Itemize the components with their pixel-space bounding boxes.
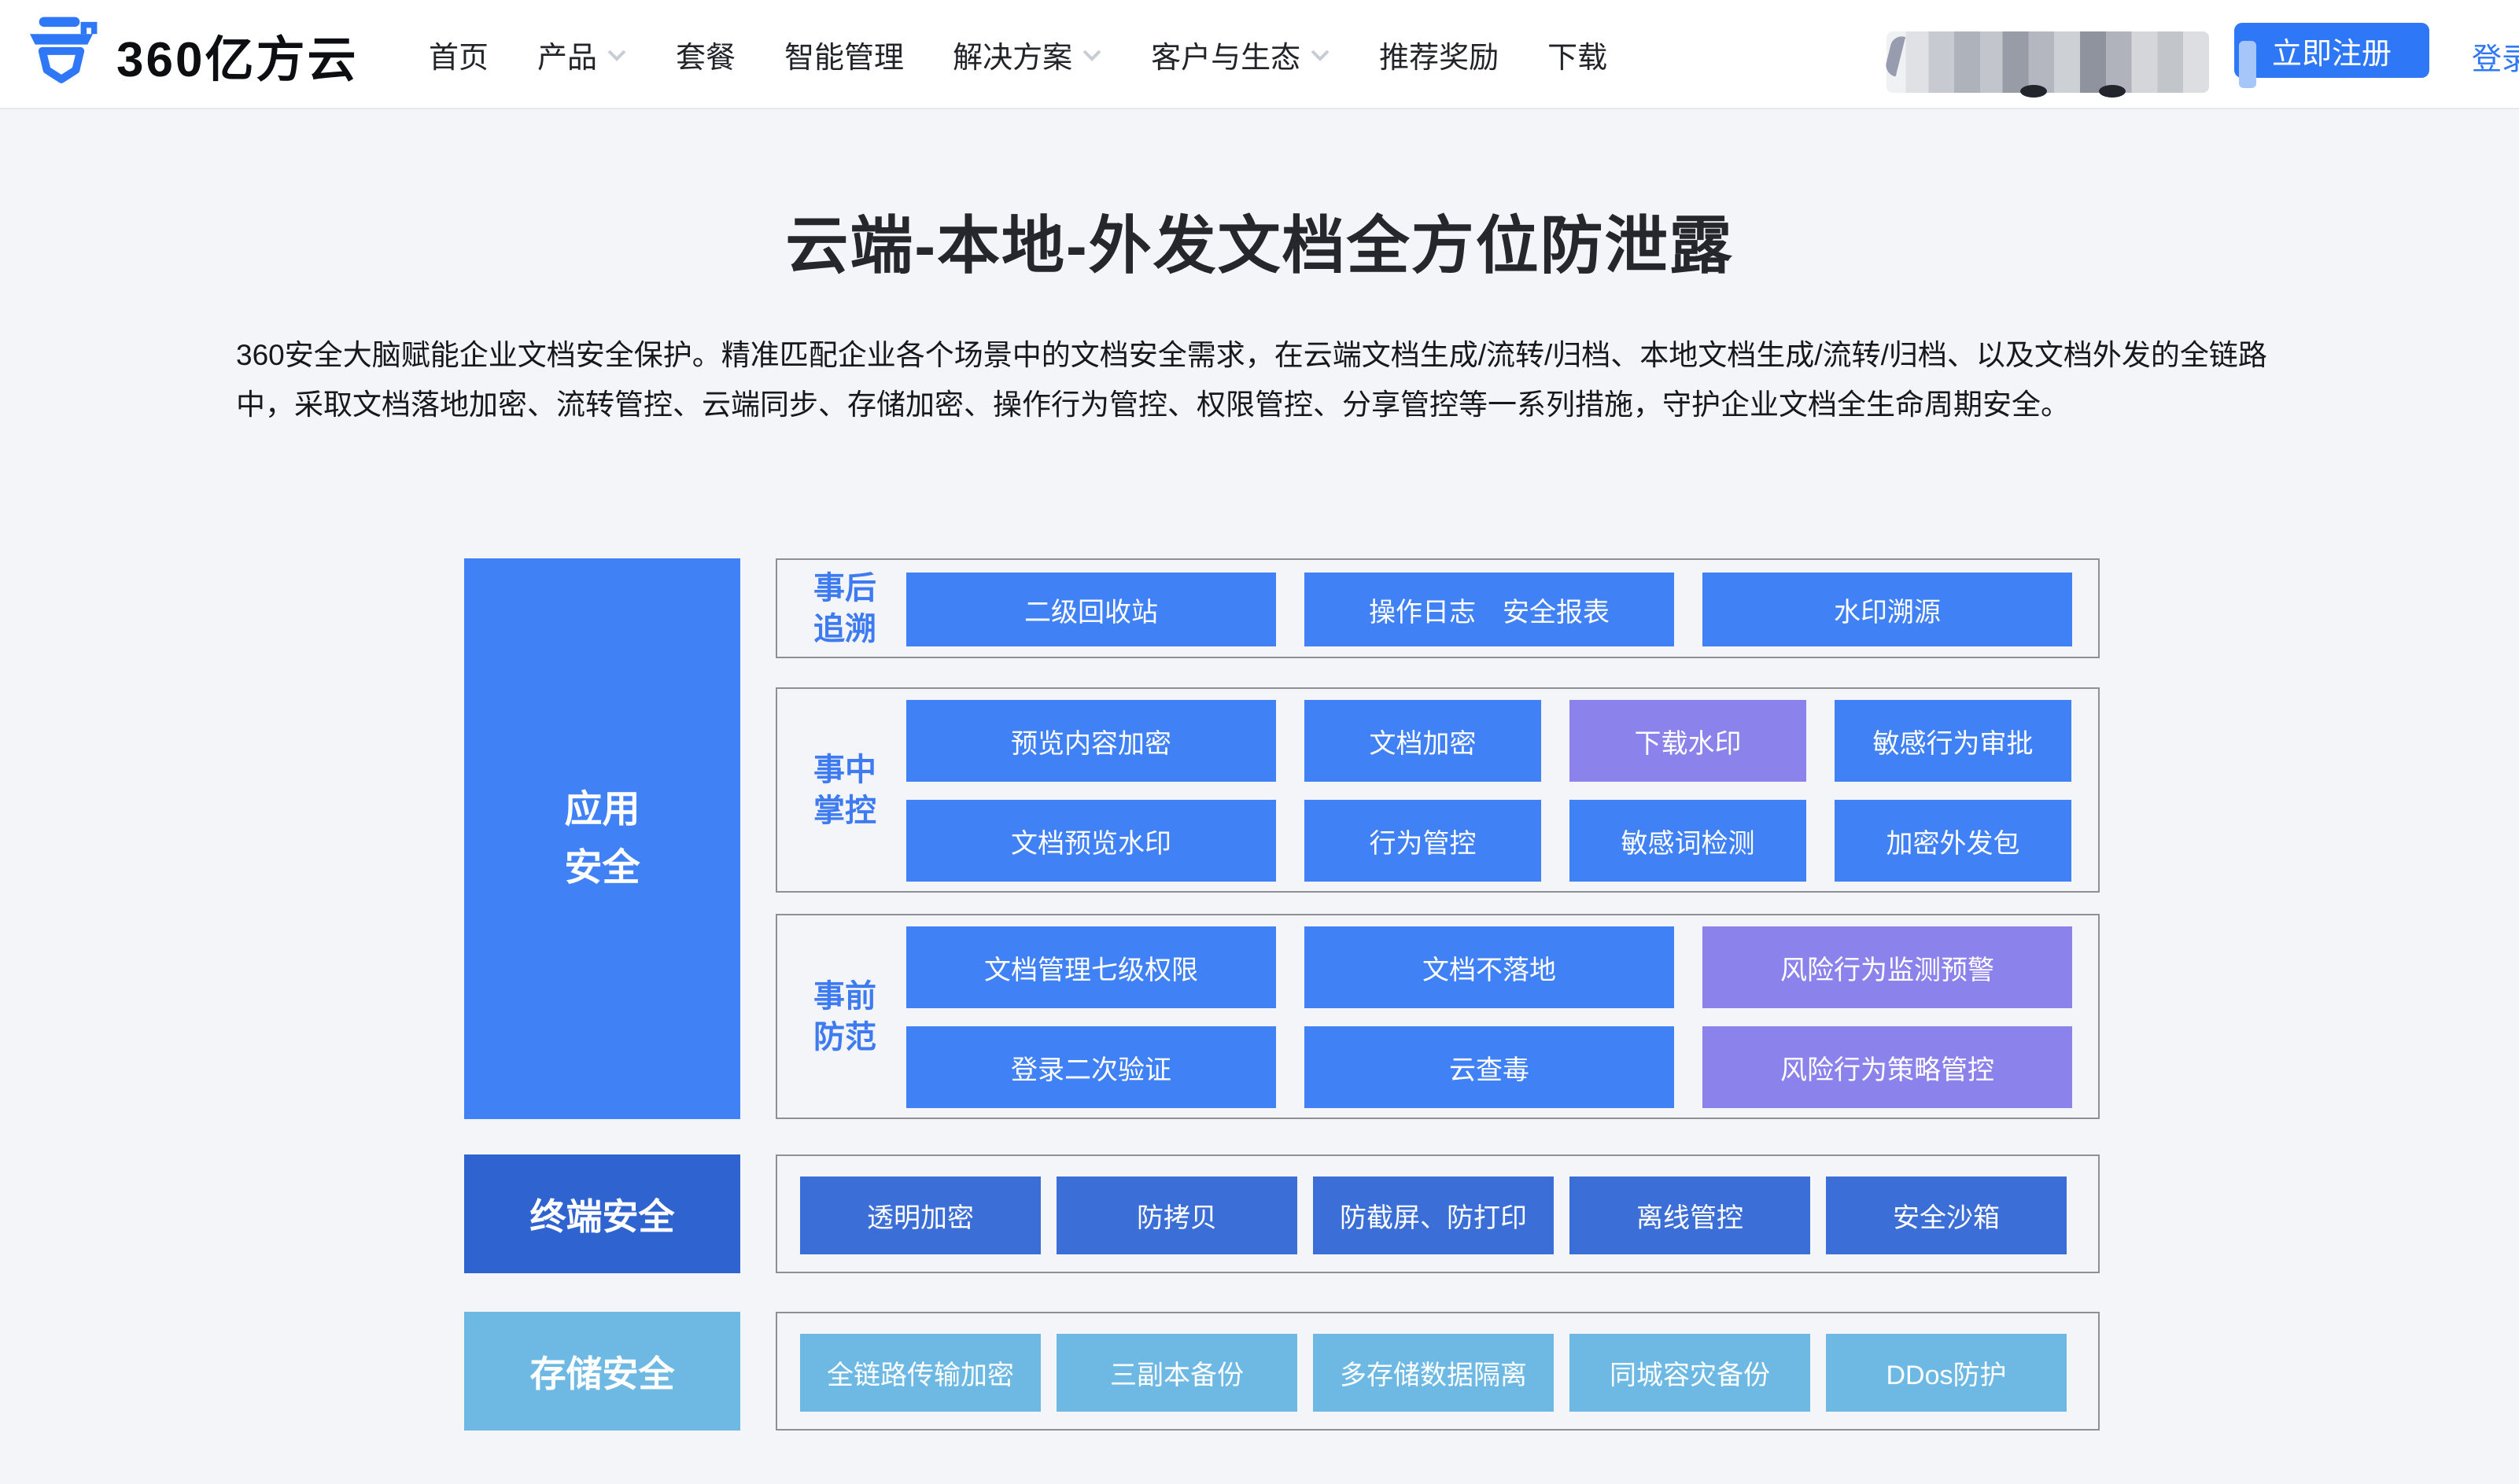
feature-tile: 下载水印 bbox=[1569, 700, 1806, 782]
nav-item-smart-management[interactable]: 智能管理 bbox=[784, 33, 904, 76]
feature-tile: 文档不落地 bbox=[1304, 926, 1674, 1008]
nav-item-label: 智能管理 bbox=[784, 42, 905, 75]
register-button[interactable]: 立即注册 bbox=[2234, 23, 2429, 78]
feature-tile: 离线管控 bbox=[1569, 1177, 1810, 1254]
feature-tile: 二级回收站 bbox=[906, 573, 1276, 646]
storage-security-label: 存储安全 bbox=[464, 1312, 740, 1431]
chevron-down-icon bbox=[1082, 48, 1102, 62]
section-label-line2: 追溯 bbox=[813, 611, 876, 646]
app-security-label-line2: 安全 bbox=[564, 846, 640, 889]
app-security-label: 应用 安全 bbox=[464, 558, 740, 1119]
feature-tile: 文档预览水印 bbox=[906, 800, 1276, 882]
chevron-down-icon bbox=[607, 48, 627, 62]
nav-item-label: 推荐奖励 bbox=[1379, 42, 1499, 75]
nav-item-customers-ecosystem[interactable]: 客户与生态 bbox=[1151, 33, 1330, 76]
nav-item-download[interactable]: 下载 bbox=[1547, 33, 1607, 76]
feature-tile: 预览内容加密 bbox=[906, 700, 1276, 782]
nav-item-plans[interactable]: 套餐 bbox=[676, 33, 736, 76]
feature-tile: 敏感行为审批 bbox=[1835, 700, 2071, 782]
logo[interactable]: 360亿方云 bbox=[22, 0, 358, 109]
section-label-line2: 防范 bbox=[813, 1019, 876, 1055]
login-link[interactable]: 登录 bbox=[2472, 43, 2519, 76]
section-label-line1: 事中 bbox=[813, 752, 876, 787]
section-post-event-tracing: 事后 追溯 二级回收站 操作日志 安全报表 水印溯源 bbox=[776, 558, 2100, 658]
nav-menu: 首页 产品 套餐 智能管理 解决方案 客户与生态 推荐奖励 下载 bbox=[429, 0, 1607, 109]
section-label: 事前 防范 bbox=[809, 976, 881, 1058]
feature-tile: 风险行为策略管控 bbox=[1702, 1026, 2072, 1108]
tile-row: 全链路传输加密 三副本备份 多存储数据隔离 同城容灾备份 DDos防护 bbox=[800, 1334, 2067, 1412]
feature-tile: 敏感词检测 bbox=[1569, 800, 1806, 882]
chevron-down-icon bbox=[1310, 48, 1330, 62]
tile-row: 预览内容加密 文档加密 下载水印 敏感行为审批 bbox=[906, 700, 2071, 782]
nav-item-label: 产品 bbox=[537, 42, 598, 75]
tile-row: 文档管理七级权限 文档不落地 风险行为监测预警 bbox=[906, 926, 2072, 1008]
feature-tile: 透明加密 bbox=[800, 1177, 1041, 1254]
feature-tile: 操作日志 安全报表 bbox=[1304, 573, 1674, 646]
tile-row: 文档预览水印 行为管控 敏感词检测 加密外发包 bbox=[906, 800, 2071, 882]
tile-row: 透明加密 防拷贝 防截屏、防打印 离线管控 安全沙箱 bbox=[800, 1177, 2067, 1254]
nav-item-solutions[interactable]: 解决方案 bbox=[953, 33, 1102, 76]
mosaic-fragment bbox=[2239, 41, 2256, 88]
section-label: 事中 掌控 bbox=[809, 749, 881, 831]
page-description: 360安全大脑赋能企业文档安全保护。精准匹配企业各个场景中的文档安全需求，在云端… bbox=[236, 339, 2267, 421]
feature-tile: 文档管理七级权限 bbox=[906, 926, 1276, 1008]
feature-tile: 安全沙箱 bbox=[1826, 1177, 2067, 1254]
logo-icon bbox=[22, 10, 101, 99]
feature-tile: 登录二次验证 bbox=[906, 1026, 1276, 1108]
app-security-label-line1: 应用 bbox=[564, 788, 640, 830]
terminal-security-label: 终端安全 bbox=[464, 1154, 740, 1273]
nav-item-label: 解决方案 bbox=[953, 42, 1073, 75]
feature-tile: 多存储数据隔离 bbox=[1313, 1334, 1554, 1412]
feature-tile: 风险行为监测预警 bbox=[1702, 926, 2072, 1008]
tile-row: 登录二次验证 云查毒 风险行为策略管控 bbox=[906, 1026, 2072, 1108]
section-pre-event-prevention: 事前 防范 文档管理七级权限 文档不落地 风险行为监测预警 登录二次验证 云查毒… bbox=[776, 914, 2100, 1119]
nav-item-referral-rewards[interactable]: 推荐奖励 bbox=[1379, 33, 1499, 76]
nav-item-home[interactable]: 首页 bbox=[429, 33, 489, 76]
logo-text: 360亿方云 bbox=[116, 32, 359, 87]
feature-tile: 云查毒 bbox=[1304, 1026, 1674, 1108]
section-terminal-security: 透明加密 防拷贝 防截屏、防打印 离线管控 安全沙箱 bbox=[776, 1154, 2100, 1273]
nav-item-label: 客户与生态 bbox=[1151, 42, 1301, 75]
nav-bar: 360亿方云 首页 产品 套餐 智能管理 解决方案 客户与生态 推荐奖励 下载 … bbox=[0, 0, 2519, 109]
feature-tile: 同城容灾备份 bbox=[1569, 1334, 1810, 1412]
nav-item-products[interactable]: 产品 bbox=[537, 33, 627, 76]
blurred-phone-number bbox=[1886, 31, 2209, 98]
nav-item-label: 首页 bbox=[429, 42, 489, 75]
tile-row: 二级回收站 操作日志 安全报表 水印溯源 bbox=[906, 573, 2072, 646]
feature-tile: 加密外发包 bbox=[1835, 800, 2071, 882]
section-storage-security: 全链路传输加密 三副本备份 多存储数据隔离 同城容灾备份 DDos防护 bbox=[776, 1312, 2100, 1431]
section-label-line1: 事前 bbox=[813, 978, 876, 1014]
feature-tile: DDos防护 bbox=[1826, 1334, 2067, 1412]
feature-tile: 防拷贝 bbox=[1057, 1177, 1297, 1254]
page-title: 云端-本地-外发文档全方位防泄露 bbox=[785, 211, 1734, 281]
feature-tile: 全链路传输加密 bbox=[800, 1334, 1041, 1412]
section-in-event-control: 事中 掌控 预览内容加密 文档加密 下载水印 敏感行为审批 文档预览水印 行为管… bbox=[776, 687, 2100, 893]
section-label: 事后 追溯 bbox=[809, 568, 881, 650]
section-label-line1: 事后 bbox=[813, 570, 876, 606]
section-label-line2: 掌控 bbox=[813, 793, 876, 828]
feature-tile: 三副本备份 bbox=[1057, 1334, 1297, 1412]
nav-item-label: 下载 bbox=[1547, 42, 1608, 75]
feature-tile: 水印溯源 bbox=[1702, 573, 2072, 646]
feature-tile: 防截屏、防打印 bbox=[1313, 1177, 1554, 1254]
feature-tile: 行为管控 bbox=[1304, 800, 1541, 882]
nav-item-label: 套餐 bbox=[676, 42, 736, 75]
feature-tile: 文档加密 bbox=[1304, 700, 1541, 782]
